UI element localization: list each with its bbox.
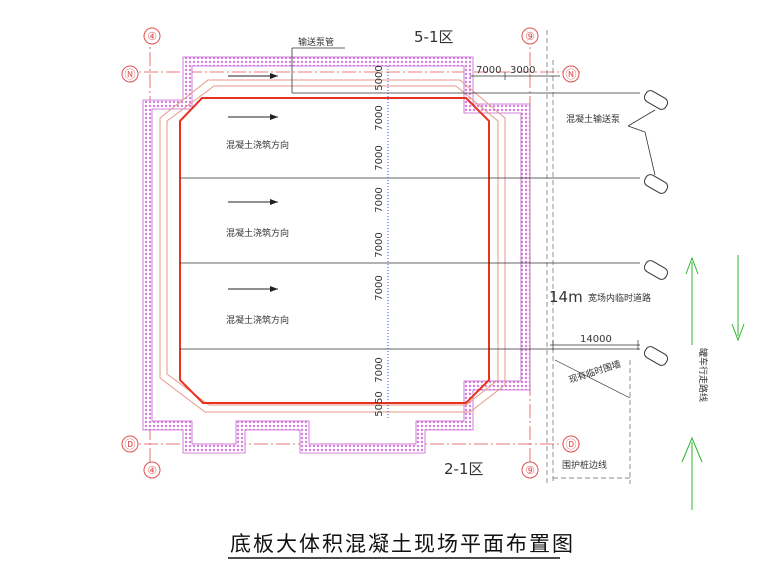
pump-pipelines bbox=[180, 47, 656, 350]
slab-offset-outer bbox=[159, 79, 506, 413]
slab-offset-inner bbox=[166, 85, 499, 406]
axis-label-d-right: Ⓓ bbox=[566, 438, 577, 451]
route-arrow-up-icon bbox=[681, 436, 703, 510]
axis-label-n-right: Ⓝ bbox=[566, 68, 577, 81]
dim-v-4: 7000 bbox=[374, 187, 385, 212]
pour-direction-label: 混凝土浇筑方向 bbox=[226, 139, 289, 151]
dim-v-6: 7000 bbox=[374, 275, 385, 300]
bottom-dimension-line bbox=[550, 340, 640, 350]
top-dimension-line bbox=[470, 72, 560, 80]
temp-fence-label: 现有临时围墙 bbox=[567, 358, 622, 386]
dim-v-3: 7000 bbox=[374, 145, 385, 170]
pump-truck-icon bbox=[643, 90, 669, 110]
dim-road-width: 14000 bbox=[580, 334, 612, 345]
temp-road-label: 宽场内临时道路 bbox=[588, 292, 651, 304]
dim-v-8: 5050 bbox=[374, 391, 385, 416]
axis-label-left-top: ④ bbox=[147, 30, 157, 43]
dim-v-2: 7000 bbox=[374, 105, 385, 130]
raft-slab-boundary bbox=[179, 97, 490, 404]
pour-direction-label: 混凝土浇筑方向 bbox=[226, 314, 289, 326]
axis-bubbles bbox=[121, 27, 580, 479]
retaining-wall bbox=[142, 56, 531, 454]
drawing-title: 底板大体积混凝土现场平面布置图 bbox=[230, 532, 575, 556]
zone-label-top: 5-1区 bbox=[414, 28, 454, 46]
route-arrow-up-icon bbox=[685, 256, 699, 345]
axis-label-right-bottom: ⑨ bbox=[525, 464, 535, 477]
pour-direction-arrows bbox=[228, 73, 278, 292]
dim-v-5: 7000 bbox=[374, 232, 385, 257]
pour-direction-label: 混凝土浇筑方向 bbox=[226, 227, 289, 239]
route-arrow-down-icon bbox=[731, 255, 745, 342]
pump-pipe-label: 输送泵管 bbox=[298, 36, 334, 48]
axis-label-left-bottom: ④ bbox=[147, 464, 157, 477]
pump-truck-icon bbox=[643, 346, 669, 366]
pump-label: 混凝土输送泵 bbox=[566, 113, 620, 125]
pump-truck-icon bbox=[643, 260, 669, 280]
pump-trucks bbox=[643, 90, 669, 366]
truck-route-arrows bbox=[681, 255, 745, 510]
truck-route-label: 罐车行走路线 bbox=[697, 348, 709, 402]
dim-v-1: 5000 bbox=[374, 65, 385, 90]
fence-leader bbox=[554, 359, 631, 399]
dim-top-3000: 3000 bbox=[510, 65, 535, 76]
axis-label-right-top: ⑨ bbox=[525, 30, 535, 43]
dim-top-7000: 7000 bbox=[476, 65, 501, 76]
axis-label-d-left: Ⓓ bbox=[125, 438, 136, 451]
zone-label-bottom: 2-1区 bbox=[444, 460, 484, 478]
road-width-value: 14m bbox=[549, 288, 583, 306]
axis-label-n-left: Ⓝ bbox=[125, 68, 136, 81]
pump-truck-icon bbox=[643, 174, 669, 194]
road-boundary-lines bbox=[546, 30, 631, 484]
dim-v-7: 7000 bbox=[374, 357, 385, 382]
fence-line-label: 围护桩边线 bbox=[562, 459, 607, 471]
